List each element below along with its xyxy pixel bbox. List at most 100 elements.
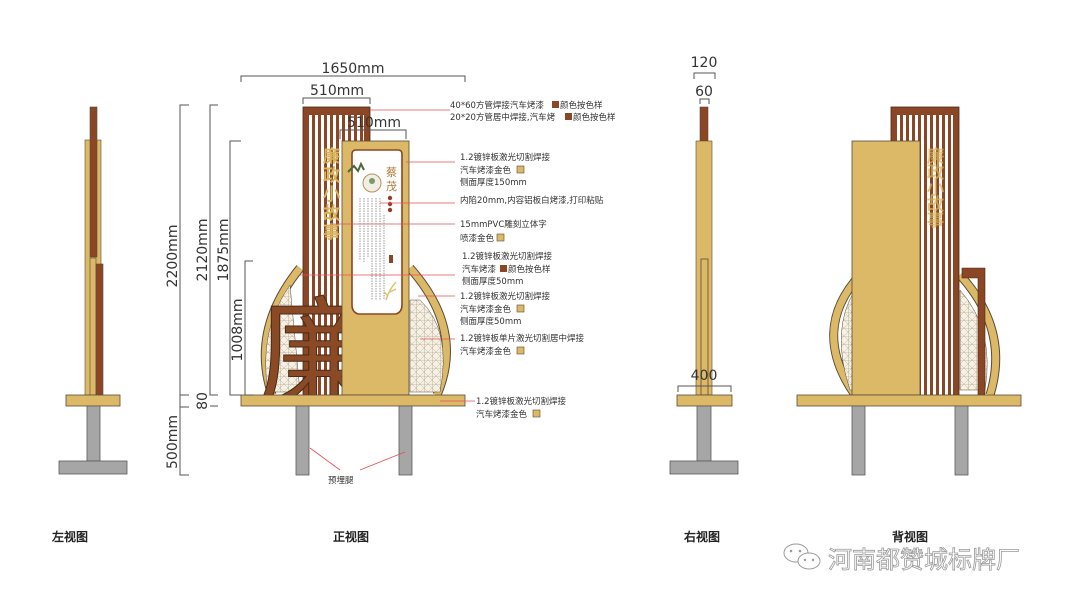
annotation-8-line-1: 1.2镀锌板单片激光切割居中焊接 bbox=[460, 333, 585, 344]
seal-1 bbox=[387, 195, 393, 201]
annotation-3-line-2: 汽车烤漆金色 bbox=[460, 165, 512, 176]
dim-side-base: 400 bbox=[691, 368, 718, 384]
arc-right bbox=[407, 265, 450, 397]
dim-height-above-base: 2120mm bbox=[195, 219, 211, 282]
body-text-lines bbox=[359, 198, 385, 300]
seal-2 bbox=[387, 201, 393, 207]
left-gold-lower bbox=[89, 257, 97, 396]
annotation-9-line-1: 1.2镀锌板激光切割焊接 bbox=[476, 396, 567, 407]
left-view bbox=[58, 106, 128, 475]
front-base-plate bbox=[240, 394, 466, 407]
dim-embed-depth: 500mm bbox=[165, 415, 181, 469]
annotation-2: 20*20方管居中焊接,汽车烤 颜色按色样 bbox=[450, 112, 616, 123]
content-panel bbox=[351, 149, 403, 315]
dim-500-bracket bbox=[179, 407, 189, 476]
brown-swatch bbox=[565, 113, 572, 120]
back-arc-right bbox=[957, 272, 1000, 397]
dim-side-outer: 120 bbox=[691, 55, 718, 71]
right-view bbox=[669, 106, 739, 475]
left-footing bbox=[58, 460, 128, 475]
gold-swatch bbox=[516, 165, 525, 174]
dim-panel-width-bracket bbox=[339, 129, 407, 139]
dim-1875-bracket bbox=[229, 140, 241, 396]
dim-total-width: 1650mm bbox=[322, 61, 385, 77]
back-leg-right bbox=[954, 405, 969, 476]
back-title-char-5: 事 bbox=[927, 211, 944, 231]
label-front-view: 正视图 bbox=[333, 529, 369, 544]
annotation-8-line-2: 汽车烤漆金色 bbox=[460, 346, 512, 357]
back-vertical-title: 廉 政 小 故 事 bbox=[927, 146, 945, 231]
title-char-3: 小 bbox=[323, 185, 340, 205]
annotation-3: 1.2镀锌板激光切割焊接 汽车烤漆金色 侧面厚度150mm bbox=[460, 152, 551, 188]
annotation-6: 1.2镀锌板激光切割焊接 汽车烤漆 颜色按色样 侧面厚度50mm bbox=[462, 251, 553, 287]
right-dimensions bbox=[677, 72, 732, 392]
back-gold-panel bbox=[851, 140, 921, 396]
dim-column-width-bracket bbox=[302, 97, 371, 104]
small-seal bbox=[389, 255, 393, 263]
front-view: 廉 政 小 故 事 廉 蔡 茂 bbox=[240, 106, 466, 476]
annotation-6-line-2: 汽车烤漆 bbox=[462, 264, 497, 275]
lattice-right bbox=[409, 299, 444, 393]
back-base-plate bbox=[796, 394, 1022, 407]
left-base-plate bbox=[65, 394, 121, 407]
wechat-icon bbox=[783, 543, 821, 570]
left-brown-lower bbox=[95, 263, 104, 396]
right-brown-column bbox=[699, 106, 709, 143]
dim-lower-height: 1008mm bbox=[230, 299, 246, 362]
back-arc-left bbox=[830, 272, 863, 397]
panel-title-char-2: 茂 bbox=[386, 179, 397, 193]
brown-swatch bbox=[552, 101, 559, 108]
annotation-7: 1.2镀锌板激光切割焊接 汽车烤漆金色 侧面厚度50mm bbox=[460, 291, 551, 327]
annotation-7-line-2: 汽车烤漆金色 bbox=[460, 304, 512, 315]
annotation-8: 1.2镀锌板单片激光切割居中焊接 汽车烤漆金色 bbox=[460, 333, 585, 357]
annotation-5-line-2: 喷漆金色 bbox=[460, 233, 495, 244]
annotation-7-line-1: 1.2镀锌板激光切割焊接 bbox=[460, 291, 551, 302]
title-char-2: 政 bbox=[323, 165, 341, 186]
bamboo-decoration bbox=[347, 161, 365, 173]
annotation-6-line-4: 侧面厚度50mm bbox=[462, 276, 523, 287]
dim-1008-bracket bbox=[244, 260, 253, 396]
title-char-4: 故 bbox=[323, 203, 341, 224]
back-title-char-4: 故 bbox=[927, 194, 945, 215]
dim-panel-width: 510mm bbox=[347, 115, 401, 131]
left-brown-column bbox=[89, 106, 98, 258]
gold-swatch bbox=[496, 233, 505, 242]
annotation-3-line-1: 1.2镀锌板激光切割焊接 bbox=[460, 152, 551, 163]
portrait-figure bbox=[369, 178, 375, 184]
label-right-view: 右视图 bbox=[683, 529, 720, 544]
watermark-text: 河南都赞城标牌厂 bbox=[828, 546, 1020, 574]
flower-decoration bbox=[383, 281, 397, 301]
annotation-1-text: 40*60方管焊接汽车烤漆 bbox=[450, 100, 544, 111]
gold-swatch bbox=[532, 409, 541, 418]
annotation-1: 40*60方管焊接汽车烤漆 颜色按色样 bbox=[450, 100, 603, 111]
front-dimensions bbox=[179, 75, 466, 476]
embedded-leg-right bbox=[398, 405, 413, 476]
gold-swatch bbox=[516, 304, 525, 313]
annotation-7-line-3: 侧面厚度50mm bbox=[460, 316, 521, 327]
dim-2200-bracket bbox=[179, 104, 189, 408]
title-char-1: 廉 bbox=[323, 146, 340, 167]
annotation-9-line-2: 汽车烤漆金色 bbox=[476, 409, 528, 420]
panel-title-char-1: 蔡 bbox=[386, 166, 397, 179]
annotation-5-line-1: 15mmPVC雕刻立体字 bbox=[460, 219, 547, 230]
dim-height-total: 2200mm bbox=[165, 225, 181, 288]
dim-panel-height: 1875mm bbox=[216, 219, 232, 282]
right-leg bbox=[696, 405, 712, 462]
gold-swatch bbox=[516, 346, 525, 355]
annotation-4-line-1: 内陷20mm,内容铝板白烤漆,打印粘贴 bbox=[460, 195, 604, 206]
annotation-6-line-1: 1.2镀锌板激光切割焊接 bbox=[462, 251, 553, 262]
right-base-plate bbox=[676, 394, 733, 407]
dim-total-width-bracket bbox=[240, 75, 466, 82]
annotation-2-text-2: 颜色按色样 bbox=[573, 112, 616, 123]
title-char-5: 事 bbox=[323, 223, 340, 243]
lattice-left bbox=[265, 284, 301, 393]
dim-base-thickness: 80 bbox=[195, 392, 211, 410]
back-title-char-1: 廉 bbox=[927, 146, 944, 167]
leader-lines bbox=[300, 109, 475, 471]
dim-column-width: 510mm bbox=[310, 83, 364, 99]
embedded-leg-left bbox=[295, 405, 310, 476]
annotation-1-text-2: 颜色按色样 bbox=[560, 100, 603, 111]
back-leg-left bbox=[851, 405, 866, 476]
label-back-view: 背视图 bbox=[892, 529, 928, 544]
embedded-legs-label: 预埋腿 bbox=[328, 475, 354, 486]
